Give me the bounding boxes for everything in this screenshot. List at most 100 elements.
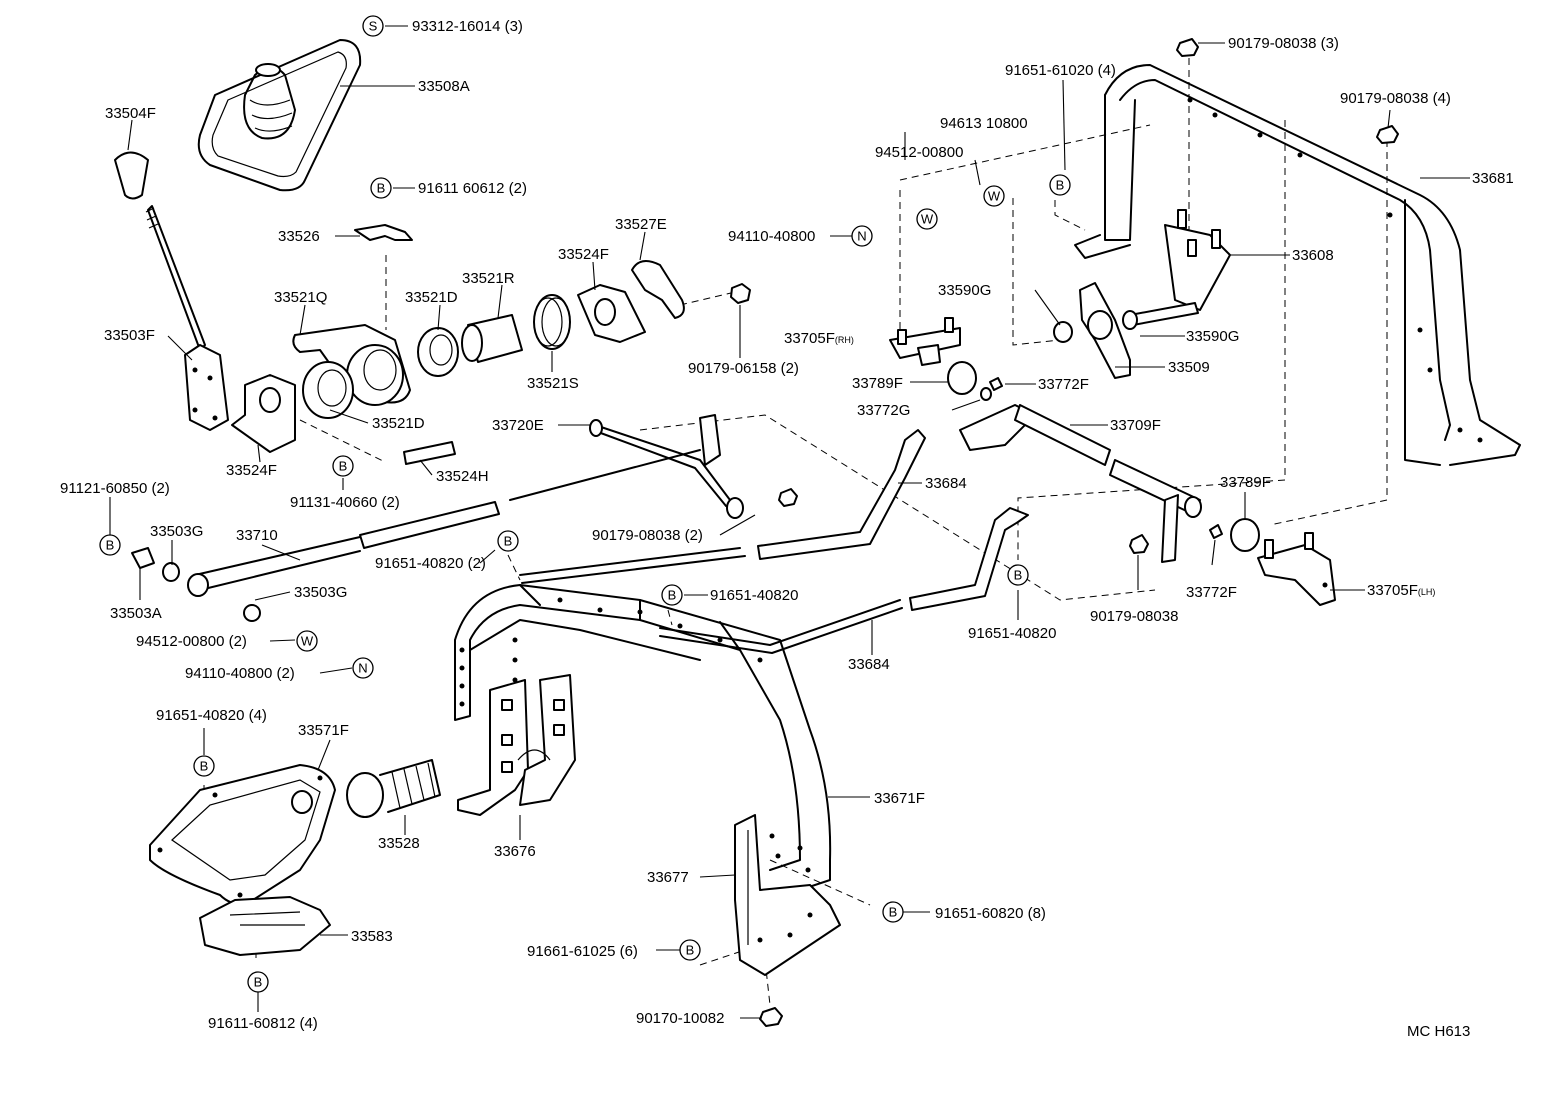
label-93312-16014: 93312-16014 (3) bbox=[412, 18, 523, 35]
leader-lines bbox=[109, 25, 1470, 1019]
label-33528: 33528 bbox=[378, 835, 420, 852]
label-91611-60812: 91611-60812 (4) bbox=[208, 1015, 318, 1032]
shift-boot-33508A bbox=[197, 39, 362, 192]
label-33772G: 33772G bbox=[857, 402, 910, 419]
svg-text:N: N bbox=[358, 661, 367, 676]
label-33705F-lh: 33705F(LH) bbox=[1367, 582, 1435, 599]
bracket-33705F-rh bbox=[889, 317, 961, 366]
label-33503A: 33503A bbox=[110, 605, 162, 622]
clip-33772F-bottom bbox=[1209, 524, 1223, 539]
bushing-33503G-top bbox=[162, 562, 180, 582]
svg-text:B: B bbox=[668, 588, 677, 603]
label-33503G-top: 33503G bbox=[150, 523, 203, 540]
label-33503F: 33503F bbox=[104, 327, 155, 344]
cushion-33789F-right bbox=[1230, 518, 1260, 552]
nut-90179-08038-4 bbox=[1376, 125, 1399, 144]
label-33521R: 33521R bbox=[462, 270, 515, 287]
label-90179-08038-2: 90179-08038 (2) bbox=[592, 527, 703, 544]
svg-text:W: W bbox=[921, 212, 934, 227]
svg-text:B: B bbox=[339, 459, 348, 474]
label-94613-10800: 94613 10800 bbox=[940, 115, 1028, 132]
label-94110-40800-left: 94110-40800 (2) bbox=[185, 665, 295, 682]
pin-33524H bbox=[403, 441, 456, 465]
shaft-33709F bbox=[959, 404, 1202, 563]
label-91651-60820-8: 91651-60820 (8) bbox=[935, 905, 1046, 922]
label-91651-40820-4: 91651-40820 (4) bbox=[156, 707, 267, 724]
label-33571F: 33571F bbox=[298, 722, 349, 739]
symbol-w: W bbox=[983, 185, 1005, 207]
nut-90179-08038 bbox=[1129, 534, 1149, 554]
label-33681: 33681 bbox=[1472, 170, 1514, 187]
label-91121-60850: 91121-60850 (2) bbox=[60, 480, 170, 497]
label-33676: 33676 bbox=[494, 843, 536, 860]
label-91131-40660: 91131-40660 (2) bbox=[290, 494, 400, 511]
label-91661-61025: 91661-61025 (6) bbox=[527, 943, 638, 960]
plate-33509 bbox=[1079, 282, 1131, 379]
svg-text:B: B bbox=[1014, 568, 1023, 583]
label-33789F-right: 33789F bbox=[1220, 474, 1271, 491]
bushing-33590G-right bbox=[1122, 302, 1199, 330]
svg-text:B: B bbox=[889, 905, 898, 920]
symbol-b: B bbox=[497, 530, 519, 552]
label-90179-06158: 90179-06158 (2) bbox=[688, 360, 799, 377]
svg-text:B: B bbox=[504, 534, 513, 549]
link-33720E bbox=[509, 414, 744, 519]
label-33684-top: 33684 bbox=[925, 475, 967, 492]
label-33710: 33710 bbox=[236, 527, 278, 544]
washer-33772G bbox=[980, 387, 992, 401]
spring-33521S bbox=[533, 294, 571, 350]
label-33705F-rh: 33705F(RH) bbox=[784, 330, 854, 347]
nut-90179-08038-2 bbox=[778, 488, 798, 507]
bracket-33705F-lh bbox=[1257, 532, 1336, 606]
symbol-s: S bbox=[362, 15, 384, 37]
label-33524F-top: 33524F bbox=[558, 246, 609, 263]
svg-text:B: B bbox=[254, 975, 263, 990]
symbol-b: B bbox=[332, 455, 354, 477]
nut-90170-10082 bbox=[759, 1007, 783, 1027]
crossmember-33681 bbox=[1074, 64, 1521, 466]
label-91611-60612: 91611 60612 (2) bbox=[418, 180, 527, 197]
label-33772F-top: 33772F bbox=[1038, 376, 1089, 393]
svg-text:B: B bbox=[1056, 178, 1065, 193]
label-33521Q: 33521Q bbox=[274, 289, 327, 306]
label-91651-40820-2: 91651-40820 (2) bbox=[375, 555, 486, 572]
rod-33684-upper bbox=[519, 429, 926, 584]
label-90179-08038-3: 90179-08038 (3) bbox=[1228, 35, 1339, 52]
seal-33521D bbox=[302, 327, 459, 419]
svg-text:B: B bbox=[377, 181, 386, 196]
label-33509: 33509 bbox=[1168, 359, 1210, 376]
label-91651-61020: 91651-61020 (4) bbox=[1005, 62, 1116, 79]
symbol-b: B bbox=[193, 755, 215, 777]
symbol-b: B bbox=[1007, 564, 1029, 586]
bushing-33521R bbox=[461, 314, 523, 363]
symbol-n: N bbox=[851, 225, 873, 247]
label-33789F-left: 33789F bbox=[852, 375, 903, 392]
cushion-33789F-left bbox=[947, 361, 977, 395]
symbol-markers: S B B B W N B B B B B B N W W B B bbox=[99, 15, 1071, 993]
label-33526: 33526 bbox=[278, 228, 320, 245]
bracket-33608 bbox=[1164, 209, 1231, 311]
rod-33710 bbox=[187, 501, 500, 597]
symbol-b: B bbox=[1049, 174, 1071, 196]
bushing-33503A bbox=[131, 547, 155, 569]
label-94512-00800-left: 94512-00800 (2) bbox=[136, 633, 247, 650]
svg-text:N: N bbox=[857, 229, 866, 244]
nut-90179-06158 bbox=[730, 283, 751, 304]
label-33521D-bottom: 33521D bbox=[372, 415, 425, 432]
plate-33571F bbox=[149, 764, 336, 906]
label-33608: 33608 bbox=[1292, 247, 1334, 264]
label-94512-00800-right: 94512-00800 bbox=[875, 144, 963, 161]
label-33772F-bottom: 33772F bbox=[1186, 584, 1237, 601]
label-33527E: 33527E bbox=[615, 216, 667, 233]
lever-33527E bbox=[631, 260, 685, 319]
label-90179-08038-4: 90179-08038 (4) bbox=[1340, 90, 1451, 107]
label-94110-40800-right: 94110-40800 bbox=[728, 228, 815, 245]
diagram-code: MC H613 bbox=[1407, 1023, 1470, 1040]
selector-housing-33521Q bbox=[292, 224, 413, 406]
label-33504F: 33504F bbox=[105, 105, 156, 122]
svg-text:B: B bbox=[200, 759, 209, 774]
label-33524F-bottom: 33524F bbox=[226, 462, 277, 479]
label-90170-10082: 90170-10082 bbox=[636, 1010, 724, 1027]
label-33677: 33677 bbox=[647, 869, 689, 886]
label-33583: 33583 bbox=[351, 928, 393, 945]
